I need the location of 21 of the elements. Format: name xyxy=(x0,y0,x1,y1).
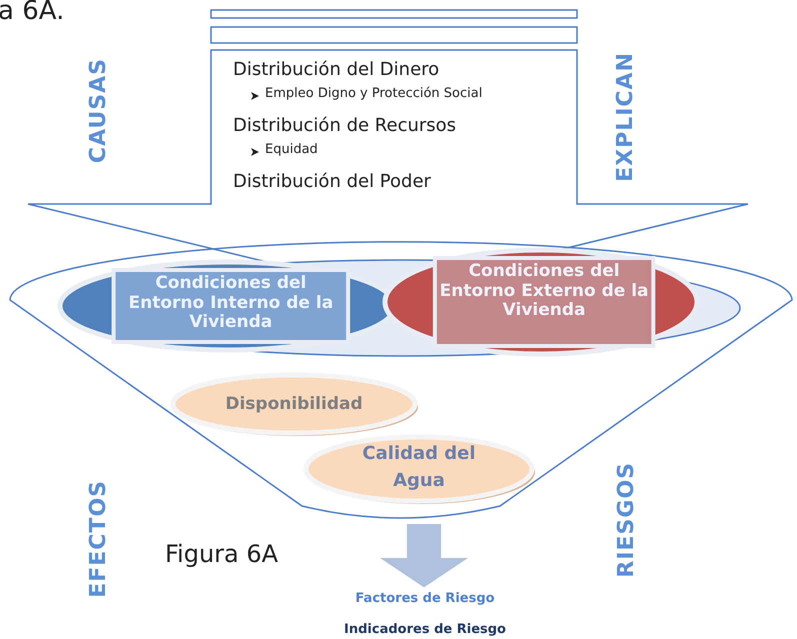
bullet-text: Equidad xyxy=(265,143,318,158)
heading-text: Distribución del Dinero xyxy=(233,60,440,81)
side-label: CAUSAS xyxy=(86,58,111,164)
node-text: Condiciones del Entorno Externo de la Vivienda xyxy=(438,262,650,321)
heading-text: Distribución del Poder xyxy=(233,172,431,193)
node-text: Factores de Riesgo xyxy=(354,592,496,607)
node-text: Condiciones del Entorno Interno de la Vivienda xyxy=(127,274,334,333)
ellipse-shape xyxy=(170,372,418,436)
bar-shape xyxy=(210,26,578,44)
ellipse-shape xyxy=(303,434,535,504)
side-label: EFECTOS xyxy=(86,480,111,598)
bar-shape xyxy=(210,9,578,19)
side-label: RIESGOS xyxy=(614,462,639,578)
node-text: Disponibilidad xyxy=(224,393,364,416)
footer-text: Indicadores de Riesgo xyxy=(343,622,507,637)
bullet-text: Empleo Digno y Protección Social xyxy=(265,87,482,102)
node-text: Calidad del Agua xyxy=(361,442,477,493)
heading-text: Distribución de Recursos xyxy=(233,116,456,137)
figure-caption: Figura 6A xyxy=(165,540,278,568)
ellipse-panel xyxy=(385,250,697,354)
side-label: EXPLICAN xyxy=(613,52,638,182)
